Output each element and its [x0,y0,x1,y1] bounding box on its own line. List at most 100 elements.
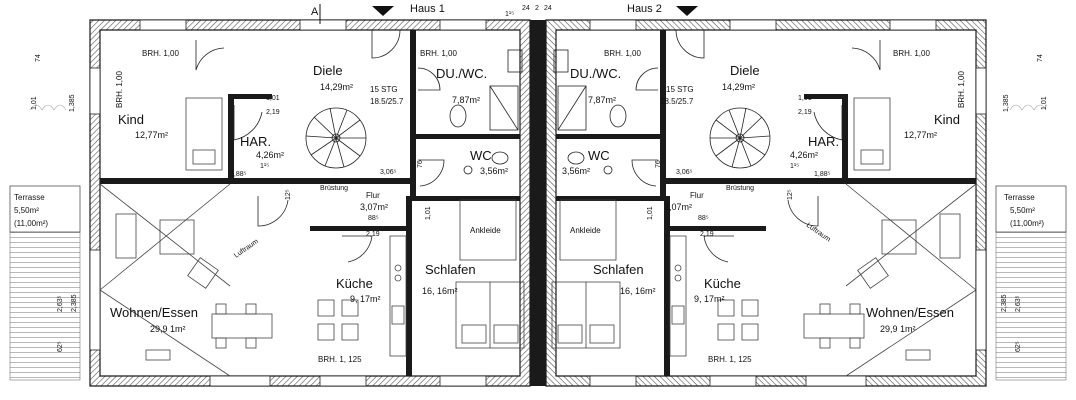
dim-1385: 1,385 [69,94,76,112]
haus-1-title: Haus 1 [410,3,445,15]
room-har: HAR. [808,134,839,149]
stair-steps: 15 STG [370,85,398,94]
stair-ratio: 18.5/25.7 [370,97,404,106]
dim-1385: 1,385 [1003,94,1010,112]
flur-dim: 88⁵ [698,215,709,222]
center-dim-left: 1¹⁵ [505,11,514,18]
har-door-width: 1,01 [266,95,280,102]
unit-right [545,19,1067,387]
brh-du-wc: BRH. 1,00 [420,49,457,58]
har-door-height: 2,19 [266,109,280,116]
room-wc: WC [588,148,610,163]
room-kueche: Küche [336,276,373,291]
area-flur: 3,07m² [360,202,388,212]
area-har: 4,26m² [256,150,284,160]
brh-kueche: BRH. 1, 125 [318,355,362,364]
area-du-wc: 7,87m² [588,95,616,105]
room-har: HAR. [240,134,271,149]
dim-2635: 2,63⁵ [57,295,64,312]
room-du-wc: DU./WC. [570,66,621,81]
terrasse-name: Terrasse [1004,193,1035,202]
area-kueche: 9, 17m² [350,294,381,304]
center-dim-1: 24 [522,5,530,12]
room-wc: WC [470,148,492,163]
stair-ratio: 18.5/25.7 [660,97,694,106]
room-schlafen: Schlafen [593,262,644,277]
har-door-height: 2,19 [798,109,812,116]
dim-115: 1¹⁵ [790,163,799,170]
wc-dim: 3,06⁵ [380,169,397,176]
terrasse-area2: (11,00m²) [14,219,48,228]
dim-76: 76 [417,160,424,168]
brh-du-wc: BRH. 1,00 [604,49,641,58]
dim-74: 74 [35,54,42,62]
party-wall [530,20,546,386]
area-diele: 14,29m² [320,82,353,92]
area-du-wc: 7,87m² [452,95,480,105]
dim-12: 12⁵ [787,189,794,200]
section-mark-a: A [311,6,319,18]
luftraum-label: Luftraum [233,238,260,260]
area-kind: 12,77m² [904,130,937,140]
ankleide-label: Ankleide [570,226,601,235]
room-wohnen: Wohnen/Essen [866,305,954,320]
wc-dim: 3,06⁵ [676,169,693,176]
dim-188: 1,88⁵ [814,171,831,178]
terrasse-area: 5,50m² [14,206,39,215]
dim-2385: 2,385 [1001,294,1008,312]
room-diele: Diele [313,63,343,78]
center-dim-3: 24 [544,5,552,12]
flur-note: Brüstung [320,185,348,192]
dim-625: 62⁵ [1015,341,1022,352]
brh-kind-vertical: BRH. 1,00 [957,71,966,108]
dim-188: 1,88⁵ [230,171,247,178]
room-diele: Diele [730,63,760,78]
area-har: 4,26m² [790,150,818,160]
area-flur: 3,07m² [664,202,692,212]
dim-2385: 2,385 [71,294,78,312]
brh-kind: BRH. 1,00 [893,49,930,58]
dim-12: 12⁵ [285,189,292,200]
dim-101: 1,01 [31,96,38,110]
dim-74: 74 [1037,54,1044,62]
dim-625: 62⁵ [57,341,64,352]
brh-kind-vertical: BRH. 1,00 [115,71,124,108]
area-wc: 3,56m² [562,166,590,176]
brh-kind: BRH. 1,00 [142,49,179,58]
terrasse-name: Terrasse [14,193,45,202]
dim-101a: 1,01 [425,206,432,220]
room-kind: Kind [934,112,960,127]
terrasse-area: 5,50m² [1010,206,1035,215]
room-schlafen: Schlafen [425,262,476,277]
area-diele: 14,29m² [722,82,755,92]
brh-kueche: BRH. 1, 125 [708,355,752,364]
haus-2-title: Haus 2 [627,3,662,15]
flur-dim: 88⁵ [368,215,379,222]
area-kind: 12,77m² [135,130,168,140]
dim-115: 1¹⁵ [260,163,269,170]
stair-steps: 15 STG [666,85,694,94]
room-flur: Flur [690,191,704,200]
room-flur: Flur [366,191,380,200]
ankleide-label: Ankleide [470,226,501,235]
dim-76: 76 [655,160,662,168]
flur-note: Brüstung [726,185,754,192]
room-du-wc: DU./WC. [436,66,487,81]
har-door-width: 1,01 [798,95,812,102]
dim-219a: 2,19 [366,231,380,238]
area-schlafen: 16, 16m² [422,286,458,296]
dim-2635: 2,63⁵ [1015,295,1022,312]
area-wohnen: 29,9 1m² [150,324,186,334]
center-dim-2: 2 [535,5,539,12]
area-schlafen: 16, 16m² [620,286,656,296]
header-marks [319,4,698,24]
dim-101a: 1,01 [647,206,654,220]
area-wohnen: 29,9 1m² [880,324,916,334]
area-wc: 3,56m² [480,166,508,176]
area-kueche: 9, 17m² [694,294,725,304]
room-wohnen: Wohnen/Essen [110,305,198,320]
dim-219a: 2,19 [700,231,714,238]
room-kind: Kind [118,112,144,127]
room-kueche: Küche [704,276,741,291]
